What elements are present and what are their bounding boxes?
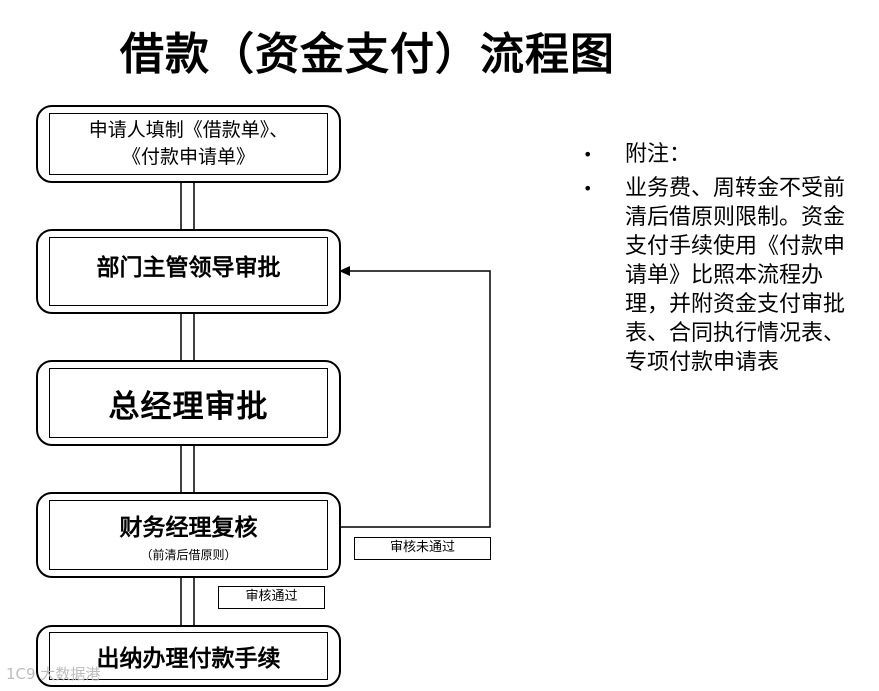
label-rejected: 审核未通过 <box>354 537 491 560</box>
step-finance-review-subtext: （前清后借原则） <box>140 547 237 562</box>
watermark: 1C9 大数据港 <box>6 665 101 683</box>
step-application-line-1: 申请人填制《借款单》、 <box>88 119 289 141</box>
step-gm-approval-inner: 总经理审批 <box>49 368 328 438</box>
step-finance-review-inner: 财务经理复核 （前清后借原则） <box>49 500 328 570</box>
step-gm-approval-label: 总经理审批 <box>108 388 269 425</box>
notes-body-item: • 业务费、周转金不受前清后借原则限制。资金支付手续使用《付款申请单》比照本流程… <box>583 174 863 377</box>
step-department-approval-inner: 部门主管领导审批 <box>49 237 328 306</box>
step-finance-review: 财务经理复核 （前清后借原则） <box>36 492 341 578</box>
notes-heading: 附注： <box>625 142 692 167</box>
step-gm-approval: 总经理审批 <box>36 360 341 446</box>
step-application: 申请人填制《借款单》、 《付款申请单》 <box>36 105 341 183</box>
notes-heading-item: • 附注： <box>583 140 863 169</box>
step-finance-review-label: 财务经理复核 <box>119 514 258 541</box>
bullet-icon: • <box>583 179 593 198</box>
notes-list: • 附注： • 业务费、周转金不受前清后借原则限制。资金支付手续使用《付款申请单… <box>583 140 863 382</box>
step-cashier-payment-label: 出纳办理付款手续 <box>96 646 281 672</box>
bullet-icon: • <box>583 145 593 164</box>
step-department-approval-label: 部门主管领导审批 <box>96 255 281 281</box>
step-cashier-payment: 出纳办理付款手续 <box>36 625 341 687</box>
feedback-arrowhead <box>339 266 350 276</box>
step-department-approval: 部门主管领导审批 <box>36 229 341 314</box>
step-cashier-payment-inner: 出纳办理付款手续 <box>49 632 328 680</box>
step-application-inner: 申请人填制《借款单》、 《付款申请单》 <box>49 113 328 175</box>
step-application-line-2: 《付款申请单》 <box>121 146 255 168</box>
label-approved: 审核通过 <box>218 586 325 609</box>
page-title: 借款（资金支付）流程图 <box>120 29 615 80</box>
notes-body: 业务费、周转金不受前清后借原则限制。资金支付手续使用《付款申请单》比照本流程办理… <box>625 176 846 375</box>
